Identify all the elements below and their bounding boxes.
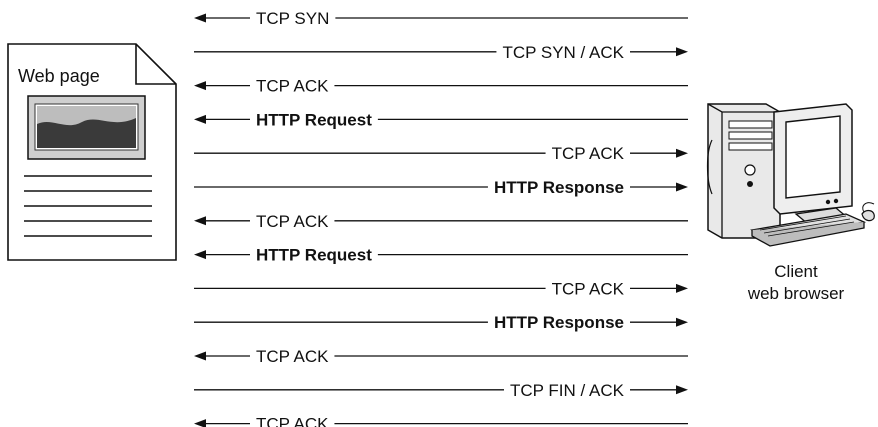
message-label: HTTP Response [494, 178, 624, 197]
monitor [773, 103, 853, 225]
message-8: HTTP Request [194, 246, 688, 265]
message-label: TCP ACK [256, 77, 329, 96]
message-label: HTTP Request [256, 110, 372, 129]
arrowhead-left [194, 13, 206, 23]
message-3: TCP ACK [194, 77, 688, 96]
message-label: TCP ACK [552, 279, 625, 298]
message-label: TCP ACK [552, 144, 625, 163]
arrowhead-right [676, 317, 688, 327]
message-label: TCP ACK [256, 415, 329, 427]
arrowhead-left [194, 81, 206, 91]
arrowhead-right [676, 283, 688, 293]
arrowhead-right [676, 47, 688, 57]
web-page-image-icon [27, 95, 146, 160]
web-page-document-icon: Web page [7, 43, 177, 261]
message-11: TCP ACK [194, 347, 688, 366]
arrowhead-right [676, 182, 688, 192]
client-label-line2: web browser [747, 284, 845, 303]
arrowhead-left [194, 351, 206, 361]
message-label: TCP ACK [256, 212, 329, 231]
arrowhead-left [194, 419, 206, 427]
message-label: HTTP Request [256, 246, 372, 265]
web-page-title: Web page [18, 66, 100, 86]
message-1: TCP SYN [194, 9, 688, 28]
message-2: TCP SYN / ACK [194, 43, 688, 62]
message-6: HTTP Response [194, 178, 688, 197]
message-label: TCP SYN / ACK [502, 43, 624, 62]
message-label: HTTP Response [494, 313, 624, 332]
client-label-line1: Client [774, 262, 818, 281]
tower-case [706, 103, 781, 239]
arrowhead-left [194, 216, 206, 226]
keyboard [750, 213, 867, 247]
mouse [861, 202, 875, 222]
message-7: TCP ACK [194, 212, 688, 231]
message-label: TCP ACK [256, 347, 329, 366]
message-12: TCP FIN / ACK [194, 381, 688, 400]
client-computer-icon [706, 103, 875, 247]
message-label: TCP FIN / ACK [510, 381, 625, 400]
arrowhead-left [194, 250, 206, 260]
message-label: TCP SYN [256, 9, 329, 28]
message-9: TCP ACK [194, 279, 688, 298]
message-13: TCP ACK [194, 415, 688, 427]
arrowhead-right [676, 148, 688, 158]
arrowhead-left [194, 114, 206, 124]
web-page-text-lines [24, 175, 152, 237]
message-5: TCP ACK [194, 144, 688, 163]
arrowhead-right [676, 385, 688, 395]
message-4: HTTP Request [194, 110, 688, 129]
message-10: HTTP Response [194, 313, 688, 332]
